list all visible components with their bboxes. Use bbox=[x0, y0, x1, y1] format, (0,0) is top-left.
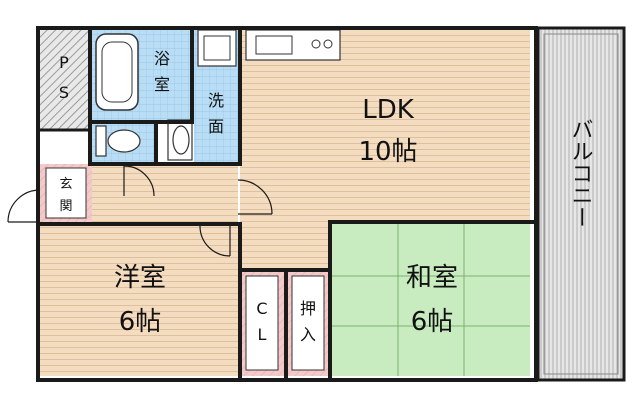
oshiire-label-1: 押 bbox=[300, 299, 316, 318]
washbasin bbox=[167, 119, 193, 161]
western-room bbox=[40, 226, 238, 376]
japanese-room-size: 6帖 bbox=[411, 307, 454, 337]
doors bbox=[7, 165, 273, 257]
pipe-space bbox=[36, 26, 92, 132]
balcony bbox=[536, 26, 626, 382]
washroom bbox=[194, 28, 240, 162]
walls bbox=[36, 26, 538, 382]
closet bbox=[240, 270, 284, 376]
japanese-room bbox=[332, 224, 530, 376]
ldk-size: 10帖 bbox=[358, 137, 417, 167]
ps-label-1: P bbox=[59, 53, 69, 72]
bathroom bbox=[92, 28, 192, 120]
ldk-room bbox=[240, 28, 530, 268]
washroom-label-1: 洗 bbox=[208, 91, 224, 110]
entrance-label-1: 玄 bbox=[59, 177, 72, 192]
bath-label-1: 浴 bbox=[154, 49, 170, 68]
western-room-size: 6帖 bbox=[119, 307, 162, 337]
oshiire-label-2: 入 bbox=[300, 325, 316, 344]
ps-label-2: S bbox=[59, 83, 69, 102]
closet-label-1: C bbox=[256, 299, 267, 318]
ldk-name: LDK bbox=[362, 95, 415, 125]
toilet-room bbox=[92, 122, 156, 162]
japanese-room-name: 和室 bbox=[406, 263, 458, 293]
entrance-label-2: 関 bbox=[59, 199, 72, 214]
entrance bbox=[40, 164, 92, 222]
closet-label-2: L bbox=[258, 325, 267, 344]
balcony-label: バルコニー bbox=[568, 118, 593, 228]
washroom-label-2: 面 bbox=[208, 117, 224, 136]
western-room-name: 洋室 bbox=[114, 263, 166, 293]
hallway bbox=[92, 164, 238, 224]
oshiire bbox=[286, 270, 330, 376]
bath-label-2: 室 bbox=[154, 75, 170, 94]
